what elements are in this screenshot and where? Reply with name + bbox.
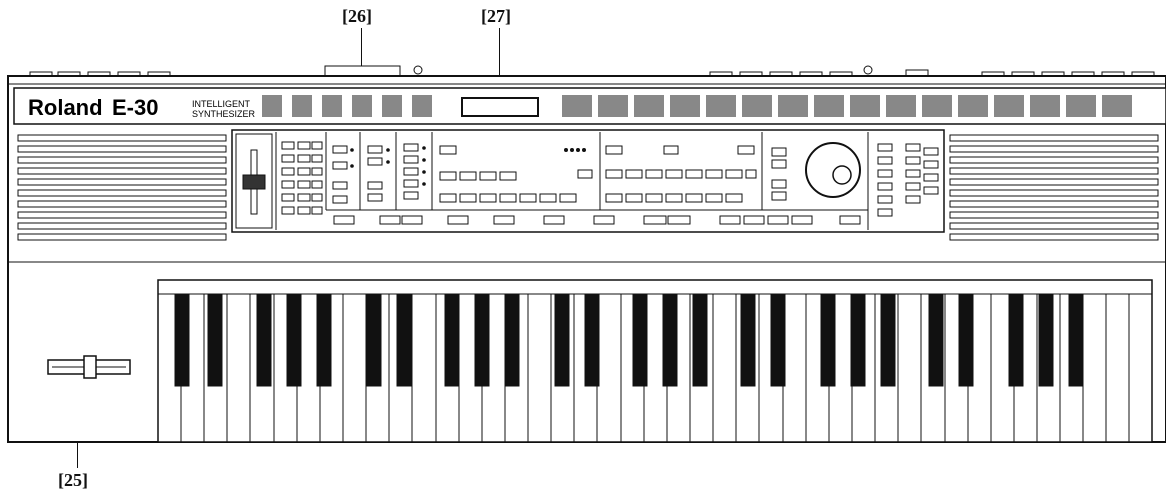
- speaker-grille-icon: [17, 134, 227, 241]
- lcd-display: [461, 97, 539, 117]
- keybed: [157, 279, 1153, 443]
- callout-25: [25]: [58, 470, 88, 490]
- dial-knob-icon: [805, 142, 861, 198]
- pitch-bender-icon: [47, 355, 131, 379]
- speaker-grille-icon: [949, 134, 1159, 241]
- callout-27: [27]: [481, 6, 511, 26]
- slider-icon: [235, 133, 273, 229]
- brand-logo: Roland: [28, 95, 103, 120]
- black-keys: [174, 293, 1084, 387]
- model-logo: E-30: [112, 95, 158, 120]
- callout-26-leader: [361, 28, 362, 68]
- descriptor-line-1: INTELLIGENT: [192, 99, 251, 109]
- descriptor-line-2: SYNTHESIZER: [192, 109, 256, 119]
- callout-26: [26]: [342, 6, 372, 26]
- strip-label-blocks: [262, 95, 1132, 117]
- callout-27-leader: [499, 28, 500, 88]
